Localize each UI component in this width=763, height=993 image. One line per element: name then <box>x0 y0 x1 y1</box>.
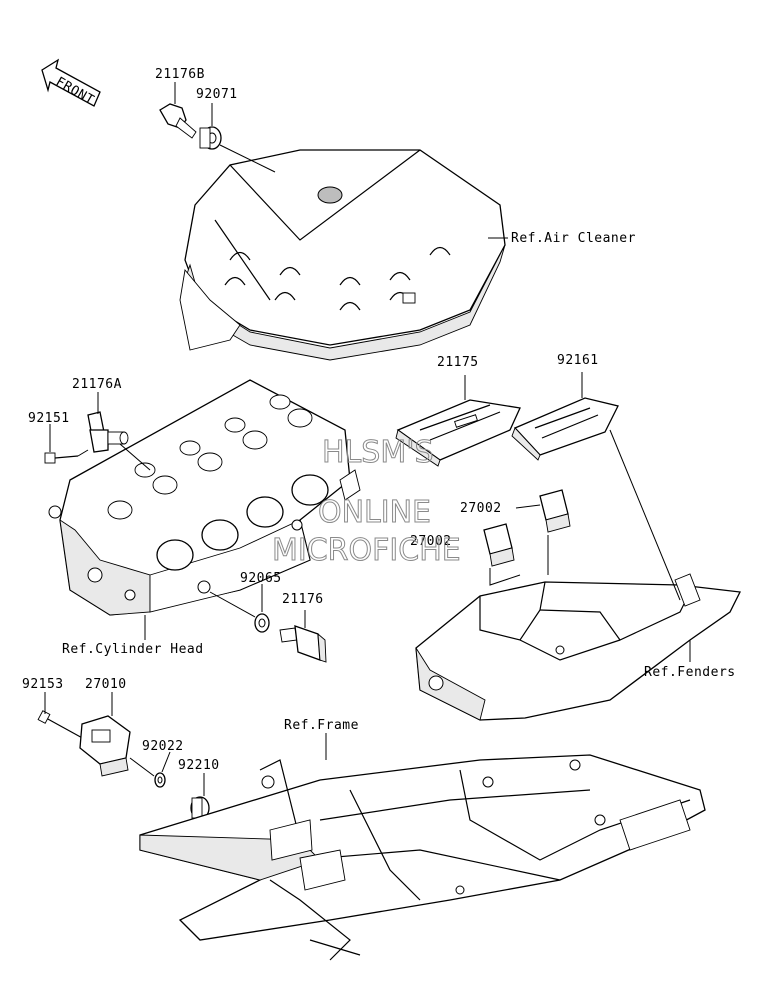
part-number-27010: 27010 <box>85 677 127 692</box>
rear-fender-tray <box>415 573 741 721</box>
watermark: HLSM'S ONLINE MICROFICHE <box>272 435 462 569</box>
sensor-27010 <box>79 715 131 777</box>
part-number-92151: 92151 <box>28 411 70 426</box>
cylinder-head <box>48 379 361 616</box>
watermark-line-2: ONLINE <box>318 495 431 530</box>
part-number-21176A: 21176A <box>72 377 122 392</box>
bolt-92153 <box>37 710 87 741</box>
sensor-21176A <box>87 411 129 453</box>
air-cleaner-housing <box>179 149 506 361</box>
sensor-21176 <box>279 625 327 663</box>
washer-92022 <box>154 772 166 788</box>
washer-92065 <box>254 613 270 633</box>
collar-92210 <box>190 796 210 820</box>
part-number-92210: 92210 <box>178 758 220 773</box>
part-number-92153: 92153 <box>22 677 64 692</box>
ref-cylinder-head: Ref.Cylinder Head <box>62 642 204 657</box>
part-number-92022: 92022 <box>142 739 184 754</box>
grommet-92071 <box>199 126 222 150</box>
watermark-line-1: HLSM'S <box>322 435 434 470</box>
part-number-21176: 21176 <box>282 592 324 607</box>
bolt-92151 <box>44 452 79 464</box>
part-number-21175: 21175 <box>437 355 479 370</box>
cover-21175 <box>395 399 521 467</box>
ref-fenders: Ref.Fenders <box>644 665 736 680</box>
watermark-line-3: MICROFICHE <box>272 533 461 568</box>
intake-ports <box>156 474 329 571</box>
part-number-92065: 92065 <box>240 571 282 586</box>
ref-air-cleaner: Ref.Air Cleaner <box>511 231 636 246</box>
cam-journals <box>107 394 313 520</box>
relay-27002-upper <box>539 489 571 533</box>
rear-subframe <box>139 754 706 961</box>
front-arrow-icon: FRONT <box>41 58 101 108</box>
part-number-27002-upper: 27002 <box>460 501 502 516</box>
air-cleaner-ribs <box>224 246 451 311</box>
part-number-92161: 92161 <box>557 353 599 368</box>
part-number-27002-lower: 27002 <box>410 534 452 549</box>
ref-frame: Ref.Frame <box>284 718 359 733</box>
sensor-21176B <box>159 103 197 139</box>
part-number-21176B: 21176B <box>155 67 205 82</box>
part-number-92071: 92071 <box>196 87 238 102</box>
relay-27002-lower <box>483 523 515 567</box>
cover-92161 <box>511 397 619 461</box>
